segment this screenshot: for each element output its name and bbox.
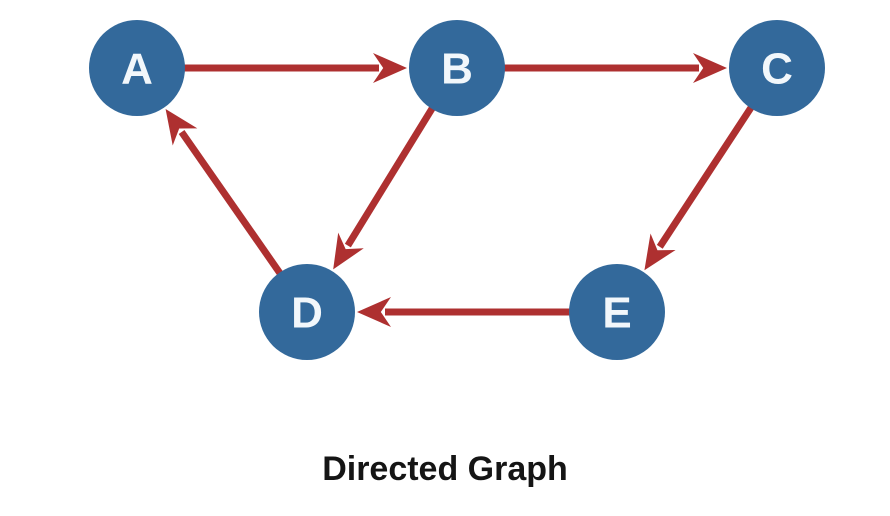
node-b[interactable]: B <box>409 20 505 116</box>
node-circle-e[interactable] <box>569 264 665 360</box>
node-circle-d[interactable] <box>259 264 355 360</box>
arrow-head <box>373 53 407 83</box>
edge-shaft <box>178 129 285 278</box>
node-a[interactable]: A <box>89 20 185 116</box>
node-label-b: B <box>441 45 473 94</box>
nodes-layer: A B C D E <box>89 20 825 360</box>
node-e[interactable]: E <box>569 264 665 360</box>
node-circle-a[interactable] <box>89 20 185 116</box>
arrow-head <box>693 53 727 83</box>
node-label-c: C <box>761 45 793 94</box>
edge-shaft <box>656 103 756 249</box>
edge-d-to-a <box>165 109 285 278</box>
diagram-caption: Directed Graph <box>322 450 568 488</box>
node-circle-b[interactable] <box>409 20 505 116</box>
node-d[interactable]: D <box>259 264 355 360</box>
arrow-head <box>644 233 676 271</box>
node-label-e: E <box>602 289 631 338</box>
edge-a-to-b <box>182 53 407 83</box>
edge-shaft <box>344 104 437 248</box>
node-c[interactable]: C <box>729 20 825 116</box>
edge-e-to-d <box>357 297 572 327</box>
edge-b-to-d <box>333 104 437 270</box>
edge-c-to-e <box>644 103 756 271</box>
arrow-head <box>333 232 364 270</box>
node-label-a: A <box>121 45 153 94</box>
edges-layer <box>165 53 756 327</box>
node-circle-c[interactable] <box>729 20 825 116</box>
arrow-head <box>357 297 391 327</box>
node-label-d: D <box>291 289 323 338</box>
edge-b-to-c <box>502 53 727 83</box>
arrow-head <box>165 109 198 146</box>
